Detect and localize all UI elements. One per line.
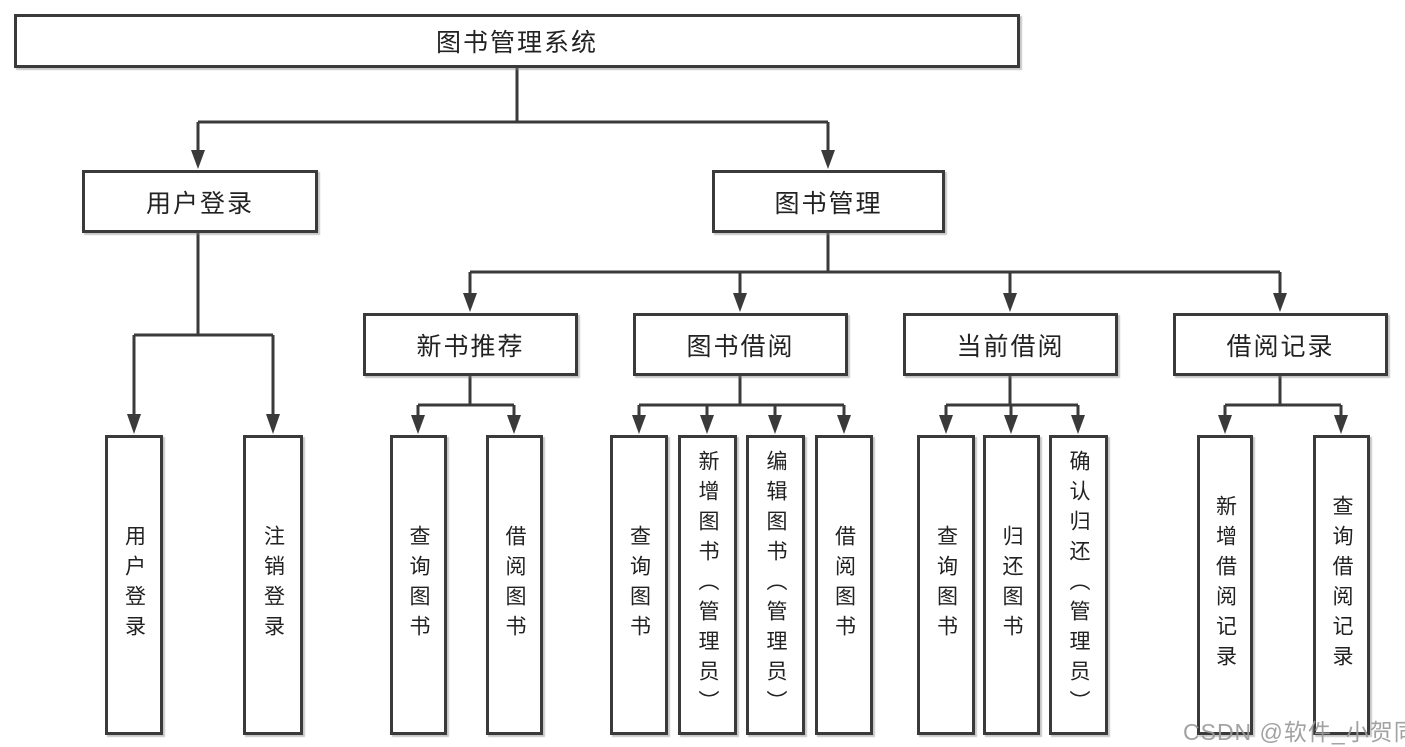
arrow-down-icon <box>463 293 477 312</box>
csdn-watermark: CSDN @软件_小贺同学 <box>1183 719 1405 745</box>
node-user-login: 用户登录 <box>82 170 318 233</box>
node-current-borrowing: 当前借阅 <box>903 313 1118 376</box>
leaf-label: 用户登录 <box>122 525 146 645</box>
leaf-add-books-admin: 新增图书（管理员） <box>678 435 737 735</box>
arrow-down-icon <box>939 415 953 434</box>
arrow-down-icon <box>733 293 747 312</box>
leaf-label: 新增图书（管理员） <box>696 450 719 720</box>
leaf-label: 查询借阅记录 <box>1330 495 1353 675</box>
arrow-down-icon <box>1071 415 1085 434</box>
leaf-label: 查询图书 <box>407 525 430 645</box>
leaf-query-books-recommend: 查询图书 <box>390 435 447 735</box>
leaf-label: 查询图书 <box>934 525 958 645</box>
leaf-label: 借阅图书 <box>503 525 526 645</box>
arrow-down-icon <box>411 415 425 434</box>
node-new-book-recommend: 新书推荐 <box>363 313 578 376</box>
connector-elbows <box>132 68 1343 416</box>
leaf-query-books-current: 查询图书 <box>917 435 975 735</box>
arrow-down-icon <box>1218 415 1232 434</box>
leaf-label: 确认归还（管理员） <box>1067 450 1090 720</box>
arrow-down-icon <box>821 150 835 169</box>
arrow-down-icon <box>632 415 646 434</box>
arrow-down-icon <box>266 414 280 434</box>
leaf-add-borrow-record: 新增借阅记录 <box>1197 435 1253 735</box>
leaf-query-borrow-record: 查询借阅记录 <box>1313 435 1370 735</box>
leaf-edit-books-admin: 编辑图书（管理员） <box>746 435 805 735</box>
arrowhead-icons <box>127 150 1348 434</box>
node-book-management: 图书管理 <box>712 170 945 233</box>
leaf-label: 编辑图书（管理员） <box>764 450 787 720</box>
arrow-down-icon <box>191 150 205 169</box>
leaf-label: 新增借阅记录 <box>1213 495 1237 675</box>
arrow-down-icon <box>127 414 141 434</box>
arrow-down-icon <box>1004 415 1018 434</box>
node-book-borrowing: 图书借阅 <box>633 313 848 376</box>
leaf-return-books: 归还图书 <box>983 435 1040 735</box>
leaf-label: 查询图书 <box>627 525 651 645</box>
leaf-user-login: 用户登录 <box>105 435 163 735</box>
arrow-down-icon <box>1273 293 1287 312</box>
leaf-borrow-books: 借阅图书 <box>815 435 873 735</box>
leaf-label: 归还图书 <box>1000 525 1023 645</box>
leaf-logout: 注销登录 <box>243 435 303 735</box>
arrow-down-icon <box>507 415 521 434</box>
leaf-confirm-return-admin: 确认归还（管理员） <box>1049 435 1108 735</box>
leaf-label: 借阅图书 <box>832 525 856 645</box>
arrow-down-icon <box>1334 415 1348 434</box>
node-borrowing-records: 借阅记录 <box>1173 313 1388 376</box>
leaf-label: 注销登录 <box>261 525 285 645</box>
node-library-management-system: 图书管理系统 <box>14 14 1020 68</box>
leaf-borrow-books-recommend: 借阅图书 <box>486 435 543 735</box>
arrow-down-icon <box>837 415 851 434</box>
arrow-down-icon <box>700 415 714 434</box>
arrow-down-icon <box>1003 293 1017 312</box>
leaf-query-books-borrowing: 查询图书 <box>610 435 668 735</box>
arrow-down-icon <box>768 415 782 434</box>
